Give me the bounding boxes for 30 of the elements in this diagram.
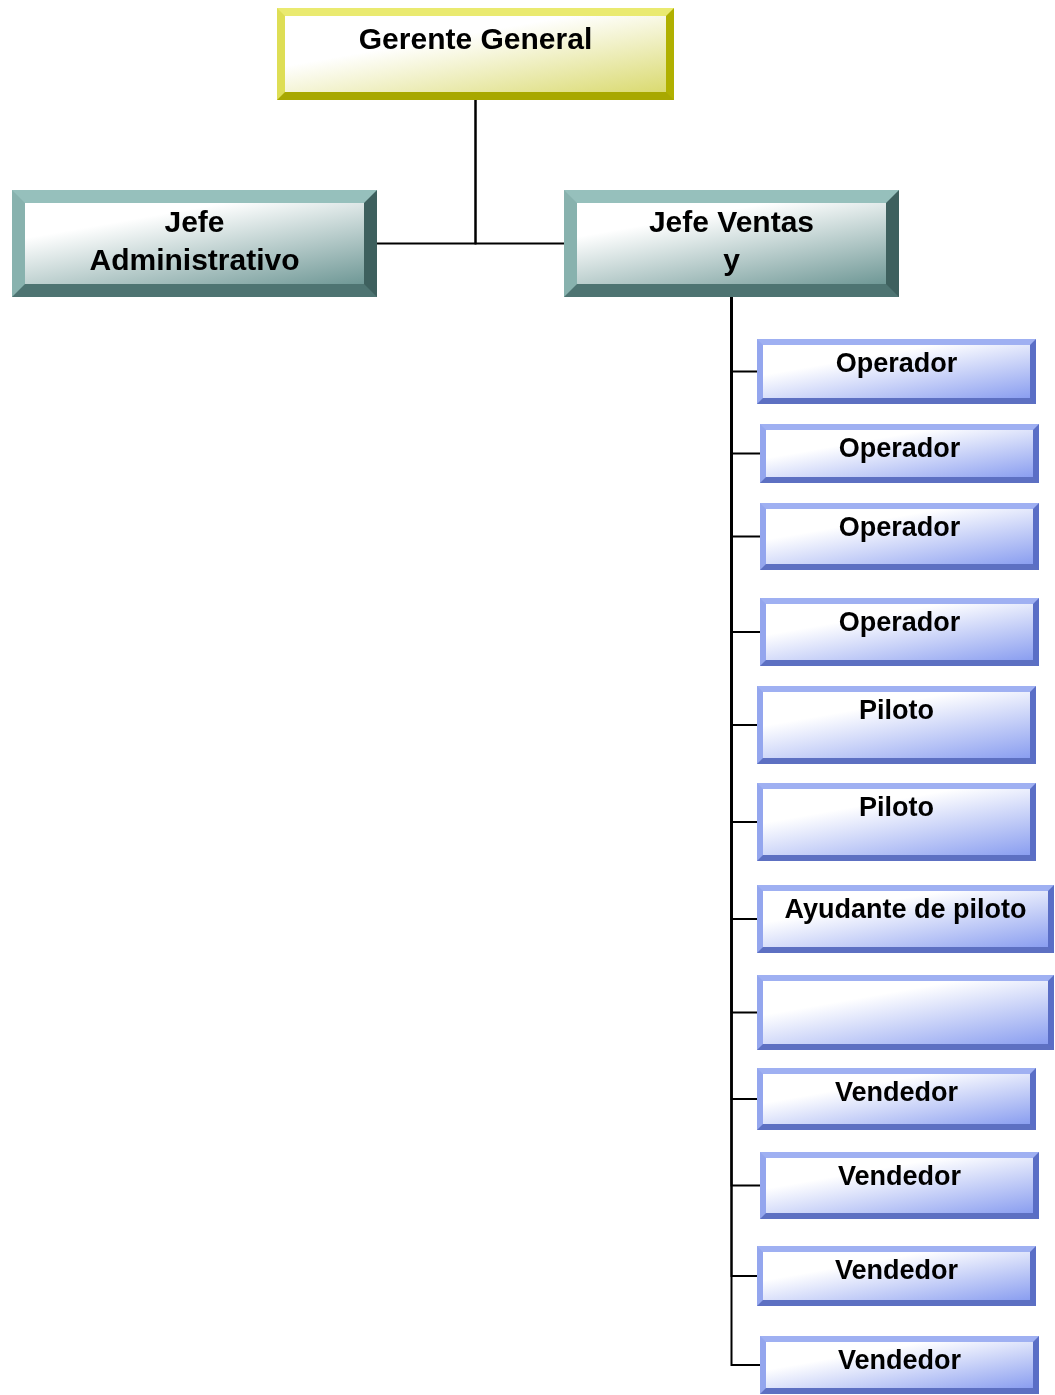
position-box <box>564 190 899 297</box>
position-title: Operador <box>838 511 961 544</box>
position-title: Gerente General <box>358 21 593 57</box>
position-box <box>757 1246 1036 1306</box>
position-title: Operador <box>835 347 958 380</box>
position-box <box>757 339 1036 404</box>
position-title: Vendedor <box>838 1160 961 1193</box>
position-title: Vendedor <box>835 1076 958 1109</box>
position-box <box>757 783 1036 861</box>
position-box <box>277 8 674 100</box>
position-box <box>757 885 1054 953</box>
position-box <box>760 503 1039 570</box>
position-title: Jefe Ventas y <box>647 204 816 278</box>
position-title: Piloto <box>859 694 934 727</box>
position-title: Operador <box>838 606 961 639</box>
position-title: Piloto <box>859 791 934 824</box>
position-box <box>760 424 1039 483</box>
position-box <box>760 1336 1039 1394</box>
connector-line <box>474 99 565 245</box>
position-title: Vendedor <box>835 1254 958 1287</box>
empty-position-box <box>757 975 1054 1050</box>
position-box <box>760 1152 1039 1219</box>
position-box <box>757 686 1036 764</box>
position-title: Vendedor <box>838 1344 961 1377</box>
position-title: Jefe Administrativo <box>88 204 301 278</box>
position-title: Ayudante de piloto <box>784 893 1027 926</box>
position-box <box>760 598 1039 666</box>
position-box <box>12 190 377 297</box>
position-box <box>757 1068 1036 1130</box>
position-title: Operador <box>838 432 961 465</box>
